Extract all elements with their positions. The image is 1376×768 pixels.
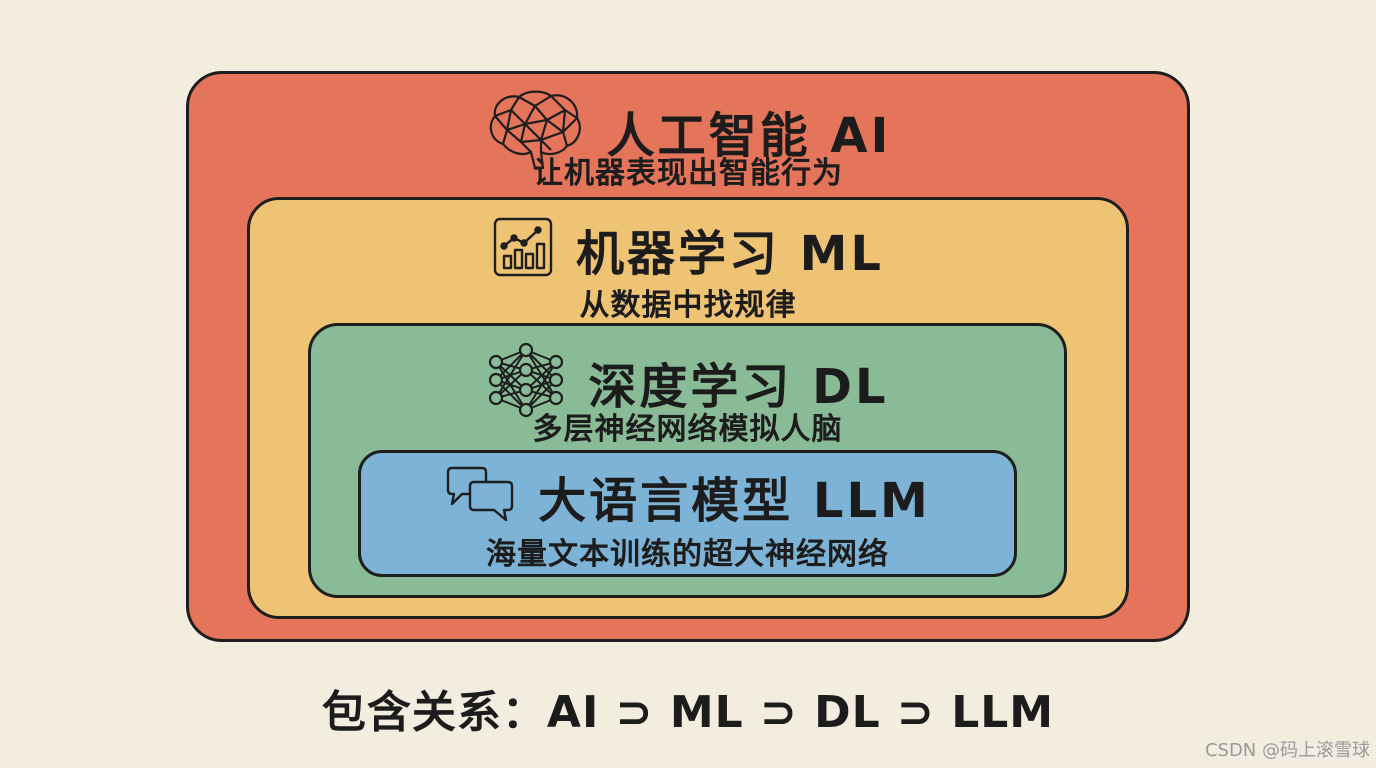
ml-title: 机器学习 ML [575,226,885,282]
chat-bubbles-icon [444,466,516,526]
llm-header: 大语言模型 LLM [361,461,1014,531]
dl-layer-box: 深度学习 DL 多层神经网络模拟人脑 大语言模型 LLM 海量文本训练的超大神经… [308,323,1067,598]
llm-title: 大语言模型 LLM [538,473,931,529]
containment-relation-text: 包含关系：AI ⊃ ML ⊃ DL ⊃ LLM [321,687,1055,738]
ai-header: 人工智能 AI [189,88,1187,174]
ai-title: 人工智能 AI [606,108,892,164]
ml-subtitle: 从数据中找规律 [579,288,797,323]
dl-header: 深度学习 DL [311,340,1064,424]
dl-title: 深度学习 DL [588,359,889,415]
llm-layer-box: 大语言模型 LLM 海量文本训练的超大神经网络 [358,450,1017,577]
ai-subtitle: 让机器表现出智能行为 [533,156,843,191]
ai-layer-box: 人工智能 AI 让机器表现出智能行为 机器学习 ML [186,71,1190,642]
bar-chart-icon [492,216,554,282]
neural-network-icon [486,340,566,424]
llm-subtitle: 海量文本训练的超大神经网络 [486,537,889,572]
dl-subtitle: 多层神经网络模拟人脑 [532,412,843,447]
watermark: CSDN @码上滚雪球 [1204,740,1370,761]
ml-header: 机器学习 ML [250,214,1126,284]
ml-layer-box: 机器学习 ML 从数据中找规律 [247,197,1129,619]
brain-icon [485,88,585,174]
